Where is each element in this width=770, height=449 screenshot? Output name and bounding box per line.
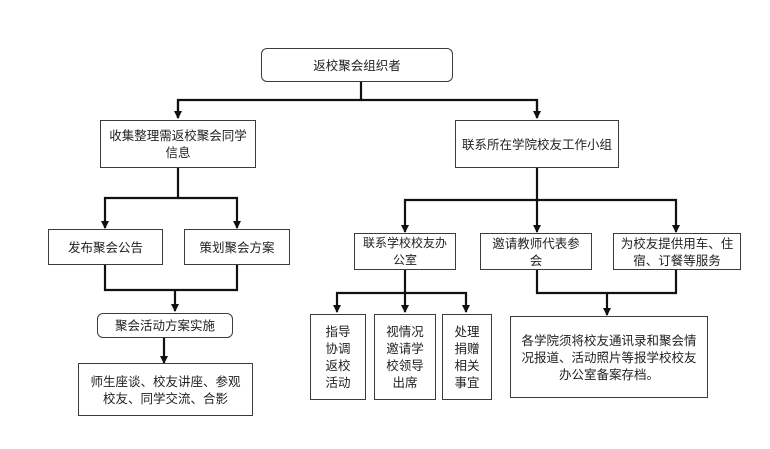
connector-collect-split	[101, 168, 180, 229]
node-handle-donation: 处理捐赠相关事宜	[442, 314, 492, 400]
connector-collect-right	[178, 196, 241, 229]
node-handle-donation-label: 处理捐赠相关事宜	[454, 324, 480, 390]
connector-office-split	[333, 270, 407, 313]
connector-organizer-split	[176, 82, 363, 118]
node-organizer: 返校聚会组织者	[261, 48, 453, 82]
node-collect-info-label: 收集整理需返校聚会同学信息	[109, 128, 247, 160]
node-implement-label: 聚会活动方案实施	[114, 318, 215, 333]
connector-office-right	[405, 291, 470, 313]
node-guide-activity: 指导协调返校活动	[310, 314, 366, 400]
node-archive: 各学院须将校友通讯录和聚会情况报道、活动照片等报学校校友办公室备案存档。	[510, 316, 708, 398]
connector-invite-service-join	[535, 270, 678, 295]
node-publish-notice-label: 发布聚会公告	[67, 239, 143, 255]
node-contact-office-label: 联系学校校友办公室	[362, 235, 447, 267]
connector-contact-split	[401, 168, 539, 233]
node-guide-activity-label: 指导协调返校活动	[325, 324, 351, 390]
node-organizer-label: 返校聚会组织者	[313, 57, 401, 73]
node-invite-teacher: 邀请教师代表参会	[480, 233, 592, 270]
node-plan-scheme-label: 策划聚会方案	[199, 239, 275, 255]
connector-notice-down	[103, 265, 239, 292]
node-contact-group: 联系所在学院校友工作小组	[455, 120, 619, 168]
node-activities-label: 师生座谈、校友讲座、参观校友、同学交流、合影	[90, 373, 241, 406]
node-archive-label: 各学院须将校友通讯录和聚会情况报道、活动照片等报学校校友办公室备案存档。	[521, 332, 697, 382]
node-collect-info: 收集整理需返校聚会同学信息	[100, 120, 256, 168]
node-plan-scheme: 策划聚会方案	[184, 229, 290, 265]
node-contact-office: 联系学校校友办公室	[354, 233, 456, 270]
node-invite-leader-label: 视情况邀请学校领导出席	[386, 324, 424, 390]
node-provide-service: 为校友提供用车、住宿、订餐等服务	[613, 233, 741, 270]
node-contact-group-label: 联系所在学院校友工作小组	[462, 136, 613, 152]
node-implement: 聚会活动方案实施	[97, 313, 233, 338]
connector-contact-right	[537, 198, 680, 233]
node-invite-leader: 视情况邀请学校领导出席	[374, 314, 436, 400]
node-activities: 师生座谈、校友讲座、参观校友、同学交流、合影	[78, 363, 253, 416]
node-provide-service-label: 为校友提供用车、住宿、订餐等服务	[620, 235, 734, 268]
node-publish-notice: 发布聚会公告	[48, 229, 163, 265]
connector-organizer-right	[361, 98, 539, 118]
node-invite-teacher-label: 邀请教师代表参会	[492, 235, 580, 268]
